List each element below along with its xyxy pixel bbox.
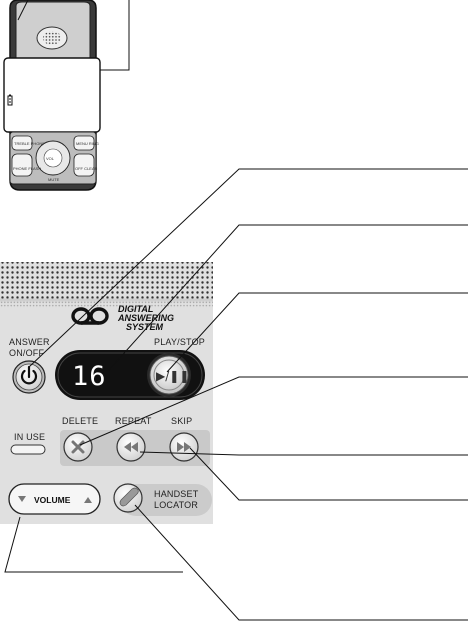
skip-button[interactable] — [169, 432, 199, 462]
answer-label-line1: ANSWER — [9, 337, 50, 347]
battery-icon-cap — [9, 94, 11, 96]
nav-wheel-bottom-label: MUTE — [48, 177, 60, 182]
nav-wheel-center[interactable] — [43, 148, 63, 168]
callout-delete — [79, 376, 468, 446]
callout-message-count — [108, 224, 468, 371]
delete-label: DELETE — [62, 416, 98, 426]
callout-answer-on-off — [28, 168, 468, 368]
earpiece-holes — [43, 31, 61, 45]
in-use-label: IN USE — [14, 432, 45, 442]
nav-wheel-label: VOL — [46, 156, 55, 161]
logo-line-3: SYSTEM — [126, 322, 164, 332]
repeat-label: REPEAT — [115, 416, 152, 426]
logo-line-2: ANSWERING — [117, 313, 174, 323]
volume-down-icon[interactable] — [18, 496, 26, 502]
callout-skip — [189, 447, 468, 501]
key-treble[interactable] — [11, 135, 33, 151]
handset-callouts — [17, 0, 130, 71]
base-callouts — [4, 168, 468, 621]
handset-illustration: TREBLE PHONE MENU RING VOL MUTE PHONE FL… — [3, 0, 101, 191]
key-off-clear[interactable] — [73, 153, 95, 177]
delete-x-icon — [71, 440, 85, 454]
play-stop-button[interactable]: ▶/❚❚ — [147, 353, 191, 397]
in-use-indicator — [10, 444, 46, 455]
handset-locator-button[interactable]: HANDSET LOCATOR — [113, 483, 199, 513]
answer-on-off-button[interactable] — [12, 360, 46, 394]
key-menu[interactable] — [73, 135, 95, 151]
volume-up-icon[interactable] — [84, 497, 92, 503]
fast-forward-icon — [177, 442, 191, 452]
play-pause-icon: ▶/❚❚ — [156, 369, 189, 383]
digital-answering-system-logo: DIGITAL ANSWERING SYSTEM — [71, 304, 174, 332]
locator-label-line2: LOCATOR — [154, 500, 198, 510]
message-count: 16 — [72, 361, 107, 392]
callout-play-stop — [166, 292, 468, 373]
callout-handset-locator — [134, 504, 468, 621]
volume-button[interactable]: VOLUME — [8, 483, 101, 515]
callout-volume — [4, 516, 183, 573]
key-phone-flash-label: PHONE FLASH — [13, 166, 41, 171]
logo-line-1: DIGITAL — [118, 304, 153, 314]
handset-screen — [3, 57, 101, 133]
volume-label: VOLUME — [34, 495, 71, 505]
answer-label-line2: ON/OFF — [9, 348, 44, 358]
power-icon — [20, 365, 38, 385]
locator-strip — [120, 484, 212, 516]
handset-icon — [119, 487, 139, 507]
callout-line-screen — [100, 0, 130, 71]
repeat-button[interactable] — [116, 432, 146, 462]
callout-line-top-left — [17, 0, 29, 21]
skip-label: SKIP — [171, 416, 192, 426]
key-menu-label: MENU RING — [76, 141, 99, 146]
delete-button[interactable] — [63, 432, 93, 462]
locator-label-line1: HANDSET — [154, 489, 199, 499]
rewind-icon — [124, 442, 138, 452]
play-stop-label: PLAY/STOP — [154, 337, 205, 347]
key-phone-flash[interactable] — [11, 153, 33, 177]
key-treble-label: TREBLE PHONE — [14, 141, 45, 146]
key-off-clear-label: OFF CLEAR — [75, 166, 98, 171]
callout-repeat — [139, 451, 468, 456]
